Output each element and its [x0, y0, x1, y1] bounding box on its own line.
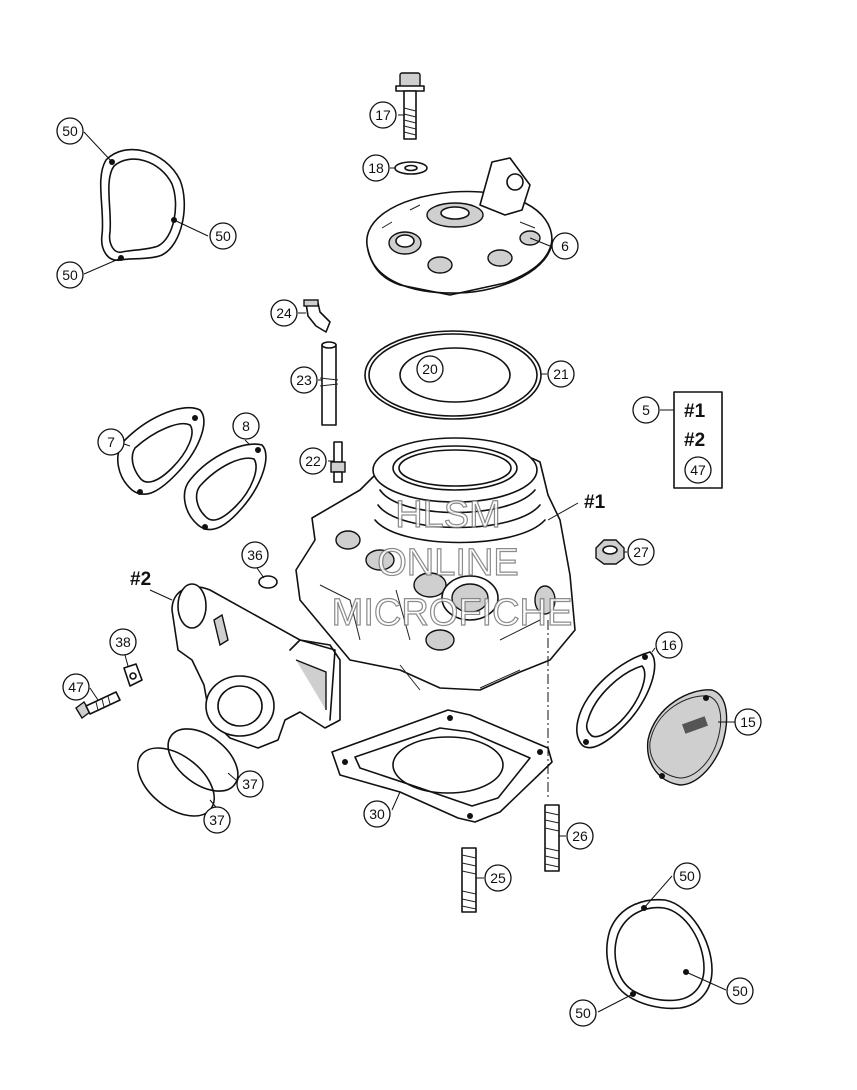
svg-text:37: 37: [242, 776, 258, 792]
callout-5: 5: [632, 396, 660, 424]
svg-text:50: 50: [62, 267, 78, 283]
callout-20: 20: [416, 355, 444, 383]
gasket-8: [183, 443, 267, 531]
svg-text:8: 8: [242, 418, 250, 434]
callout-box-47: 47: [684, 456, 712, 484]
callout-18: 18: [362, 154, 390, 182]
stud-26: [544, 804, 560, 872]
cover-15: [646, 689, 728, 786]
callout-50-e: 50: [726, 977, 754, 1005]
svg-text:24: 24: [276, 305, 292, 321]
callout-50-c: 50: [56, 261, 84, 289]
hose-23: [319, 341, 339, 426]
stud-25: [461, 847, 477, 913]
svg-text:30: 30: [369, 806, 385, 822]
callout-50-a: 50: [56, 117, 84, 145]
svg-text:23: 23: [296, 372, 312, 388]
box-label-1: #1: [684, 401, 706, 422]
washer-18: [394, 161, 428, 175]
svg-text:18: 18: [368, 160, 384, 176]
elbow-fitting-24: [303, 299, 331, 333]
svg-text:26: 26: [572, 828, 588, 844]
svg-text:47: 47: [68, 679, 84, 695]
svg-text:22: 22: [305, 453, 321, 469]
svg-text:27: 27: [633, 544, 649, 560]
svg-text:47: 47: [690, 462, 706, 478]
svg-text:50: 50: [732, 983, 748, 999]
svg-text:25: 25: [490, 870, 506, 886]
box-label-2: #2: [684, 430, 705, 451]
callout-17: 17: [369, 101, 397, 129]
callout-47: 47: [62, 673, 90, 701]
base-gasket-30: [331, 709, 553, 823]
svg-text:21: 21: [553, 366, 569, 382]
watermark-line-1: HLSM: [395, 494, 501, 536]
svg-text:50: 50: [215, 228, 231, 244]
svg-text:50: 50: [62, 123, 78, 139]
cylinder-head-6: [366, 157, 553, 296]
label-assembly-2: #2: [130, 569, 151, 590]
gasket-50-bottom: [606, 898, 713, 1010]
screw-47: [75, 691, 121, 720]
svg-text:50: 50: [575, 1005, 591, 1021]
svg-text:6: 6: [561, 238, 569, 254]
svg-text:17: 17: [375, 107, 391, 123]
svg-text:50: 50: [679, 868, 695, 884]
o-ring-37a: [167, 728, 239, 792]
o-ring-21: [364, 330, 542, 420]
svg-text:38: 38: [115, 634, 131, 650]
callout-7: 7: [97, 428, 125, 456]
leader-lines: [83, 114, 735, 1013]
svg-text:36: 36: [247, 547, 263, 563]
callout-36: 36: [241, 541, 269, 569]
callout-50-f: 50: [569, 999, 597, 1027]
callout-50-d: 50: [673, 862, 701, 890]
callout-50-b: 50: [209, 222, 237, 250]
nut-27: [595, 539, 625, 565]
watermark-line-2: ONLINE: [377, 542, 518, 584]
watermark: HLSM ONLINE MICROFICHE: [331, 493, 573, 634]
svg-text:16: 16: [661, 637, 677, 653]
callout-25: 25: [484, 864, 512, 892]
svg-text:20: 20: [422, 361, 438, 377]
gasket-16: [576, 651, 656, 749]
callout-26: 26: [566, 822, 594, 850]
svg-text:15: 15: [740, 714, 756, 730]
callout-23: 23: [290, 366, 318, 394]
intake-flange-2: [171, 583, 341, 749]
callout-38: 38: [109, 628, 137, 656]
callout-22: 22: [299, 447, 327, 475]
callout-8: 8: [232, 412, 260, 440]
callout-6: 6: [551, 232, 579, 260]
kit-box-5: [660, 391, 723, 489]
gasket-7: [117, 406, 205, 495]
callout-30: 30: [363, 800, 391, 828]
callout-21: 21: [547, 360, 575, 388]
callout-37-b: 37: [203, 806, 231, 834]
svg-text:37: 37: [209, 812, 225, 828]
callout-37-a: 37: [236, 770, 264, 798]
gasket-50-top: [99, 148, 186, 261]
cylinder-assembly-1: [295, 437, 576, 691]
label-assembly-1: #1: [584, 492, 606, 513]
o-ring-36: [258, 575, 278, 589]
callout-24: 24: [270, 299, 298, 327]
o-ring-20: [399, 347, 511, 403]
nipple-22: [330, 441, 346, 483]
callout-27: 27: [627, 538, 655, 566]
watermark-line-3: MICROFICHE: [332, 592, 573, 634]
lock-plate-38: [123, 663, 143, 687]
callout-15: 15: [734, 708, 762, 736]
svg-text:5: 5: [642, 402, 650, 418]
bolt-17: [395, 72, 425, 140]
svg-text:7: 7: [107, 434, 115, 450]
callout-16: 16: [655, 631, 683, 659]
